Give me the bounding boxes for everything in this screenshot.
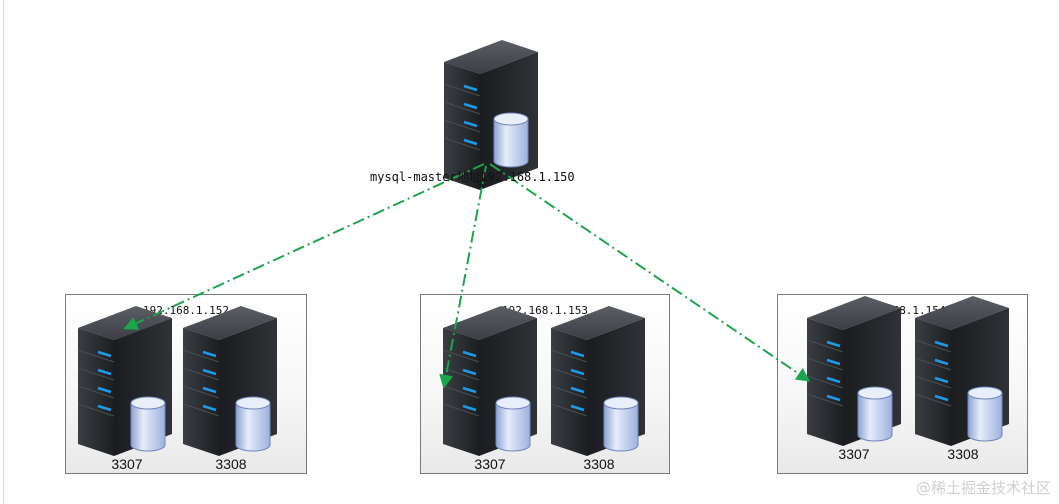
port-label: 3308	[947, 446, 979, 462]
port-label: 3307	[111, 456, 143, 472]
database-3308-icon	[603, 396, 639, 452]
replication-arrow-153	[439, 165, 487, 389]
database-3308-icon	[967, 386, 1003, 442]
left-border	[3, 0, 4, 504]
replication-arrow-154	[489, 163, 811, 382]
port-label: 3307	[838, 446, 870, 462]
database-3307-icon	[495, 396, 531, 452]
database-3307-icon	[857, 386, 893, 442]
database-3307-icon	[130, 396, 166, 452]
database-3308-icon	[235, 396, 271, 452]
master-database-icon	[493, 112, 529, 168]
master-label: mysql-master地址192.168.1.150	[370, 170, 575, 184]
port-label: 3307	[474, 456, 506, 472]
port-label: 3308	[583, 456, 615, 472]
replication-arrow-152	[123, 163, 485, 330]
slave-ip-label: 192.168.1.152	[142, 304, 230, 317]
watermark: @稀土掘金技术社区	[915, 479, 1051, 497]
port-label: 3308	[215, 456, 247, 472]
